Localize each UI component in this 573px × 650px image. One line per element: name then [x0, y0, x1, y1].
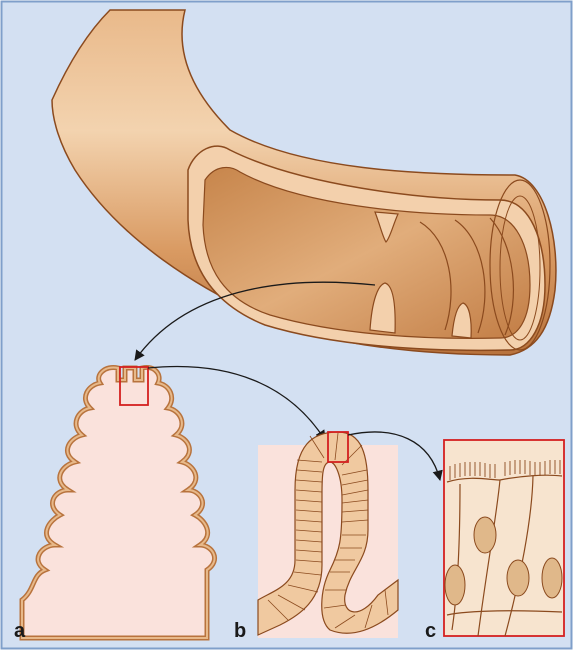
cell-nucleus	[445, 565, 465, 605]
panel-label-b: b	[234, 620, 246, 642]
cell-nucleus	[474, 517, 496, 553]
panel-c: c	[425, 440, 564, 642]
panel-label-c: c	[425, 620, 436, 642]
cell-nucleus	[542, 558, 562, 598]
panel-c-frame	[444, 440, 564, 636]
panel-a: a	[14, 367, 215, 642]
panel-b: b	[234, 432, 398, 642]
panel-label-a: a	[14, 620, 26, 642]
cell-nucleus	[507, 560, 529, 596]
